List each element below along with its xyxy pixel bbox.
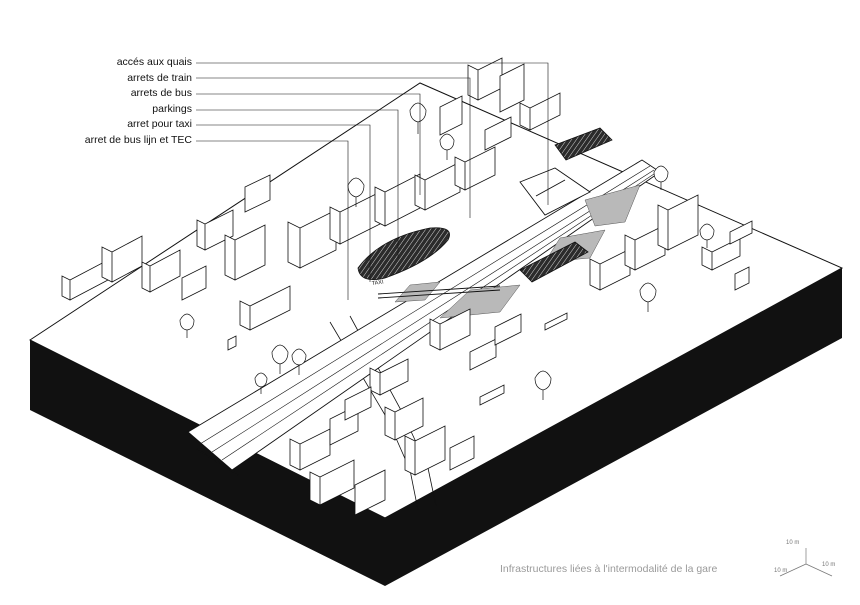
leader-arret-pour-taxi bbox=[196, 124, 371, 282]
buildings bbox=[61, 57, 753, 516]
railway-corridor bbox=[187, 159, 661, 477]
legend: accés aux quais arrets de train arrets d… bbox=[40, 55, 192, 149]
legend-item-arret-de-bus-lijn-et-tec: arret de bus lijn et TEC bbox=[84, 133, 192, 146]
base-plate-left-side bbox=[30, 340, 385, 586]
platform-access-bridge bbox=[377, 167, 591, 299]
legend-leader-lines bbox=[196, 62, 549, 300]
scale-indicator bbox=[779, 548, 833, 577]
leader-arret-bus-lijn-tec bbox=[196, 140, 349, 300]
legend-item-arrets-de-bus: arrets de bus bbox=[130, 87, 192, 100]
legend-item-arrets-de-train: arrets de train bbox=[127, 71, 192, 84]
trees bbox=[179, 102, 715, 400]
scale-label-vertical: 10 m bbox=[786, 540, 800, 546]
leader-arrets-de-train bbox=[196, 77, 471, 218]
parking-areas bbox=[357, 127, 613, 283]
leader-acces-aux-quais bbox=[196, 62, 549, 205]
intermodal-zones bbox=[394, 184, 641, 319]
leader-arrets-de-bus bbox=[196, 93, 421, 195]
scale-label-left: 10 m bbox=[774, 568, 788, 574]
legend-item-acces-aux-quais: accés aux quais bbox=[116, 56, 192, 68]
taxi-label: TAXI bbox=[371, 279, 384, 287]
drawing-caption: Infrastructures liées à l'intermodalité … bbox=[500, 563, 718, 575]
scale-label-right: 10 m bbox=[822, 562, 836, 568]
base-plate-right-side bbox=[385, 268, 842, 586]
legend-item-arret-pour-taxi: arret pour taxi bbox=[127, 118, 192, 131]
leader-parkings bbox=[196, 109, 399, 258]
legend-item-parkings: parkings bbox=[152, 102, 192, 115]
